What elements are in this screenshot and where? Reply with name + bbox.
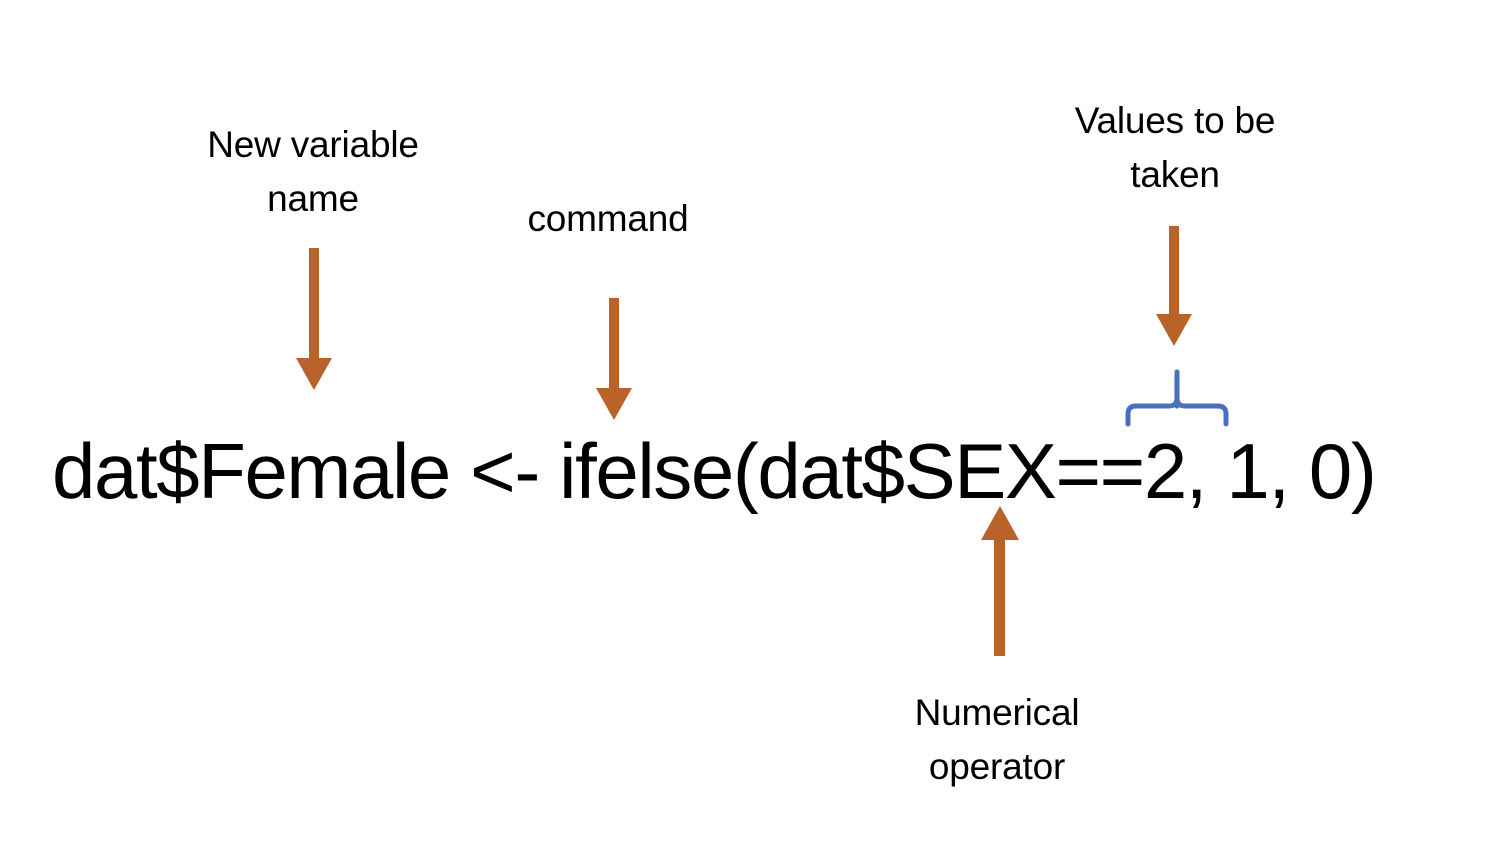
- down-arrow-icon-command: [596, 298, 632, 420]
- annotation-label-numerical-operator: Numerical operator: [914, 692, 1080, 787]
- up-arrow-icon-numerical-operator: [981, 506, 1019, 656]
- annotation-label-values-to-be-taken: Values to be taken: [1074, 100, 1276, 195]
- down-arrow-icon-values: [1156, 226, 1192, 346]
- down-arrow-icon-new-variable-name: [296, 248, 332, 390]
- annotation-label-command: command: [527, 198, 689, 239]
- code-line: dat$Female <- ifelse(dat$SEX==2, 1, 0): [52, 427, 1377, 515]
- annotation-label-new-variable-name: New variable name: [207, 124, 419, 219]
- curly-brace-up-icon-values: [1125, 369, 1229, 427]
